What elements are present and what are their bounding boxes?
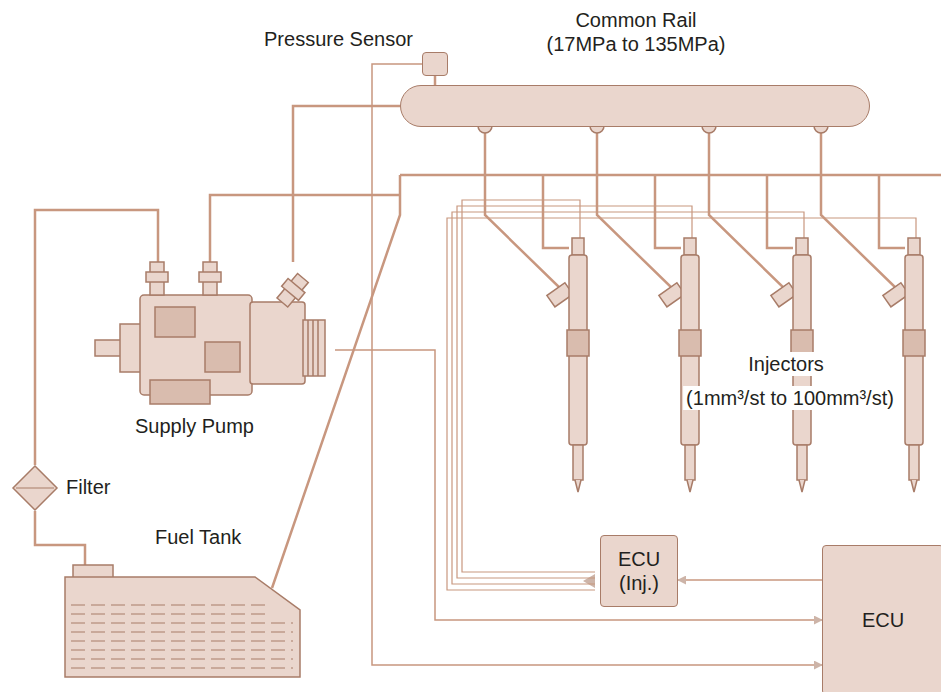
injector-nozzle xyxy=(909,445,919,480)
injectors xyxy=(447,119,925,590)
injector xyxy=(447,119,925,590)
injector-connector xyxy=(572,238,584,255)
injector-nozzle xyxy=(573,445,583,480)
high-pressure-pipe xyxy=(821,126,905,292)
connectors xyxy=(35,64,822,665)
injector-nut xyxy=(567,330,589,356)
high-pressure-pipe xyxy=(597,126,681,292)
arrow-head xyxy=(583,574,595,588)
part-label: (1mm³/st to 100mm³/st) xyxy=(683,386,897,410)
nozzle-tip xyxy=(687,480,693,492)
injector-nut xyxy=(903,330,925,356)
node-label: Filter xyxy=(66,475,110,499)
injector xyxy=(462,119,595,572)
node-label: Supply Pump xyxy=(135,414,254,438)
nozzle-tip xyxy=(911,480,917,492)
injector xyxy=(457,119,701,578)
supply-pump: Supply Pump xyxy=(95,262,335,410)
return-header xyxy=(400,174,941,177)
injector-nozzle xyxy=(797,445,807,480)
ecu-box: ECU (Inj.) xyxy=(600,535,678,607)
fuel-pipe xyxy=(35,511,85,565)
fuel-tank: Fuel Tank xyxy=(65,565,300,680)
return-pipe xyxy=(879,175,905,248)
pressure-sensor: Pressure Sensor xyxy=(422,52,448,76)
signal-wire xyxy=(462,200,595,572)
signal-wire xyxy=(457,206,692,578)
injector-connector xyxy=(796,238,808,255)
common-rail: Common Rail (17MPa to 135MPa) xyxy=(400,85,870,127)
supply-pump-shape xyxy=(95,262,335,410)
part-label: Injectors xyxy=(745,352,827,376)
injector-connector xyxy=(684,238,696,255)
injector-connector xyxy=(908,238,920,255)
fuel-lines xyxy=(210,76,941,588)
nozzle-tip xyxy=(575,480,581,492)
node-label: Fuel Tank xyxy=(155,525,241,549)
nozzle-tip xyxy=(799,480,805,492)
node-label: ECU xyxy=(862,608,904,632)
high-pressure-pipe xyxy=(485,126,569,292)
fuel-tank-shape xyxy=(65,565,300,680)
node-label: ECU (Inj.) xyxy=(608,547,670,595)
signal-line xyxy=(678,579,822,581)
node-label: Pressure Sensor xyxy=(264,27,413,51)
high-pressure-pipe xyxy=(709,126,793,292)
node-label: Common Rail (17MPa to 135MPa) xyxy=(543,8,729,56)
signal-wire xyxy=(447,218,916,590)
ecu-box: ECU xyxy=(822,545,941,692)
injector-nut xyxy=(679,330,701,356)
fuel-filter: Filter xyxy=(12,465,58,511)
injector-nozzle xyxy=(685,445,695,480)
fuel-pipe xyxy=(293,106,400,262)
fuel-filter-shape xyxy=(12,465,58,511)
